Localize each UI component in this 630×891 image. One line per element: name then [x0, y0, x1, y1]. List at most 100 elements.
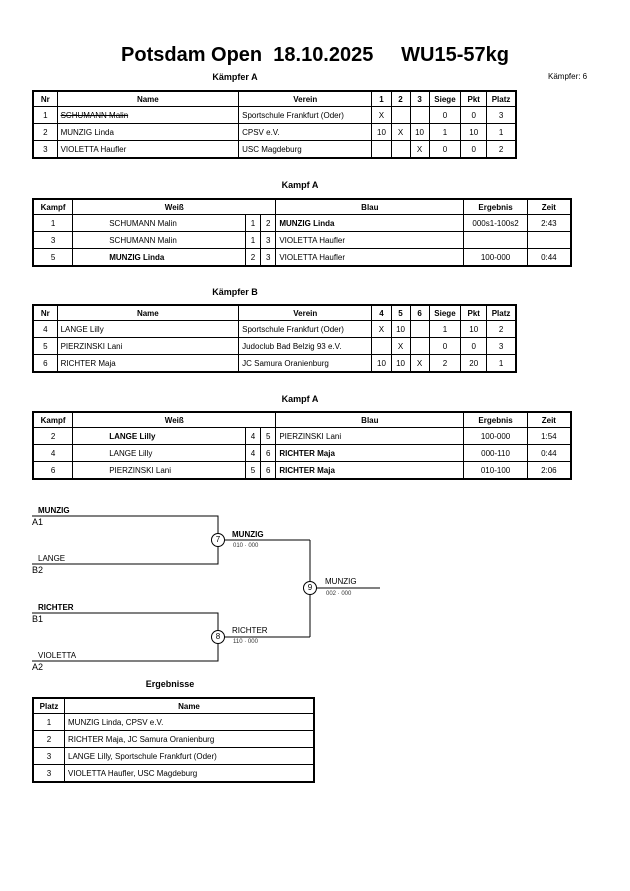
- col-platz: Platz: [32, 697, 65, 714]
- cell-platz: 1: [486, 354, 517, 373]
- cell-blau: VIOLETTA Haufler: [275, 248, 465, 267]
- cell-w-nr: 2: [244, 248, 262, 267]
- cell-weiss: LANGE Lilly: [72, 444, 246, 462]
- bracket-bottom1-name: RICHTER: [38, 603, 74, 612]
- fights-a-table: Kampf Weiß Blau Ergebnis Zeit 1 SCHUMANN…: [32, 198, 572, 267]
- col-siege: Siege: [428, 90, 462, 107]
- fight-7-marker: 7: [211, 533, 225, 547]
- table-header-row: Platz Name: [32, 697, 315, 714]
- cell-b-nr: 3: [260, 231, 277, 249]
- cell-name: LANGE Lilly: [56, 320, 240, 338]
- cell-w-nr: 4: [244, 444, 262, 462]
- table-header-row: Kampf Weiß Blau Ergebnis Zeit: [32, 411, 572, 428]
- cell-weiss: MUNZIG Linda: [72, 248, 246, 267]
- cell-c1: 10: [371, 354, 392, 373]
- cell-kampf: 5: [32, 248, 74, 267]
- cell-verein: JC Samura Oranienburg: [238, 354, 373, 373]
- cell-platz: 2: [486, 140, 517, 159]
- col-name: Name: [56, 304, 240, 321]
- col-6: 6: [409, 304, 430, 321]
- cell-w-nr: 1: [244, 231, 262, 249]
- cell-nr: 6: [32, 354, 58, 373]
- cell-pkt: 20: [460, 354, 488, 373]
- cell-name: MUNZIG Linda, CPSV e.V.: [64, 713, 315, 731]
- table-row: 3 LANGE Lilly, Sportschule Frankfurt (Od…: [32, 747, 315, 765]
- fight-9-winner: MUNZIG: [325, 577, 357, 586]
- bracket-bottom2-name: VIOLETTA: [38, 651, 77, 660]
- pool-a-table: Nr Name Verein 1 2 3 Siege Pkt Platz 1 S…: [32, 90, 517, 159]
- cell-verein: Sportschule Frankfurt (Oder): [238, 106, 373, 124]
- fights-a-title: Kampf A: [281, 180, 319, 190]
- fight-9-marker: 9: [303, 581, 317, 595]
- cell-platz: 2: [32, 730, 65, 748]
- cell-zeit: 2:06: [526, 461, 572, 480]
- table-row: 1 SCHUMANN Malin Sportschule Frankfurt (…: [32, 106, 517, 124]
- col-platz: Platz: [486, 90, 517, 107]
- cell-c2: [390, 140, 411, 159]
- cell-pkt: 10: [460, 320, 488, 338]
- cell-weiss: PIERZINSKI Lani: [72, 461, 246, 480]
- bracket-top1-seed: A1: [32, 517, 44, 527]
- table-header-row: Kampf Weiß Blau Ergebnis Zeit: [32, 198, 572, 215]
- bracket-top1-name: MUNZIG: [38, 506, 70, 515]
- cell-verein: CPSV e.V.: [238, 123, 373, 141]
- cell-c3: X: [409, 140, 430, 159]
- cell-zeit: [526, 231, 572, 249]
- fights-b-title: Kampf A: [281, 394, 319, 404]
- col-blau: Blau: [275, 411, 465, 428]
- cell-b-nr: 6: [260, 444, 277, 462]
- col-nr: Nr: [32, 90, 58, 107]
- cell-b-nr: 2: [260, 214, 277, 232]
- cell-pkt: 10: [460, 123, 488, 141]
- cell-c3: X: [409, 354, 430, 373]
- cell-kampf: 1: [32, 214, 74, 232]
- fight-9-score: 002 · 000: [326, 591, 352, 597]
- table-row: 5 PIERZINSKI Lani Judoclub Bad Belzig 93…: [32, 337, 517, 355]
- cell-weiss: LANGE Lilly: [72, 427, 246, 445]
- cell-pkt: 0: [460, 106, 488, 124]
- table-header-row: Nr Name Verein 4 5 6 Siege Pkt Platz: [32, 304, 517, 321]
- cell-blau: MUNZIG Linda: [275, 214, 465, 232]
- cell-ergebnis: [463, 231, 528, 249]
- cell-w-nr: 1: [244, 214, 262, 232]
- cell-ergebnis: 010-100: [463, 461, 528, 480]
- col-kampf: Kampf: [32, 411, 74, 428]
- table-header-row: Nr Name Verein 1 2 3 Siege Pkt Platz: [32, 90, 517, 107]
- cell-nr: 4: [32, 320, 58, 338]
- col-ergebnis: Ergebnis: [463, 198, 528, 215]
- cell-zeit: 2:43: [526, 214, 572, 232]
- col-1: 1: [371, 90, 392, 107]
- fight-7-score: 010 · 000: [233, 543, 259, 549]
- cell-kampf: 4: [32, 444, 74, 462]
- col-verein: Verein: [238, 90, 373, 107]
- cell-pkt: 0: [460, 140, 488, 159]
- cell-c3: 10: [409, 123, 430, 141]
- pool-b-table: Nr Name Verein 4 5 6 Siege Pkt Platz 4 L…: [32, 304, 517, 373]
- col-blau: Blau: [275, 198, 465, 215]
- col-pkt: Pkt: [460, 304, 488, 321]
- cell-c2: 10: [390, 320, 411, 338]
- fight-8-marker: 8: [211, 630, 225, 644]
- cell-name: SCHUMANN Malin: [56, 106, 240, 124]
- cell-nr: 1: [32, 106, 58, 124]
- cell-siege: 0: [428, 337, 462, 355]
- cell-c2: 10: [390, 354, 411, 373]
- fight-8-winner: RICHTER: [232, 626, 268, 635]
- results-title: Ergebnisse: [145, 679, 195, 689]
- cell-ergebnis: 000s1-100s2: [463, 214, 528, 232]
- cell-name: RICHTER Maja: [56, 354, 240, 373]
- cell-kampf: 2: [32, 427, 74, 445]
- bracket-top2-seed: B2: [32, 565, 44, 575]
- table-row: 6 RICHTER Maja JC Samura Oranienburg 10 …: [32, 354, 517, 373]
- cell-blau: PIERZINSKI Lani: [275, 427, 465, 445]
- table-row: 1 MUNZIG Linda, CPSV e.V.: [32, 713, 315, 731]
- col-2: 2: [390, 90, 411, 107]
- cell-platz: 1: [32, 713, 65, 731]
- col-weiss: Weiß: [72, 411, 277, 428]
- cell-kampf: 3: [32, 231, 74, 249]
- cell-zeit: 0:44: [526, 248, 572, 267]
- cell-name: LANGE Lilly, Sportschule Frankfurt (Oder…: [64, 747, 315, 765]
- table-row: 4 LANGE Lilly 4 6 RICHTER Maja 000-110 0…: [32, 444, 572, 462]
- cell-siege: 0: [428, 140, 462, 159]
- page-title: Potsdam Open 18.10.2025 WU15-57kg: [121, 44, 509, 66]
